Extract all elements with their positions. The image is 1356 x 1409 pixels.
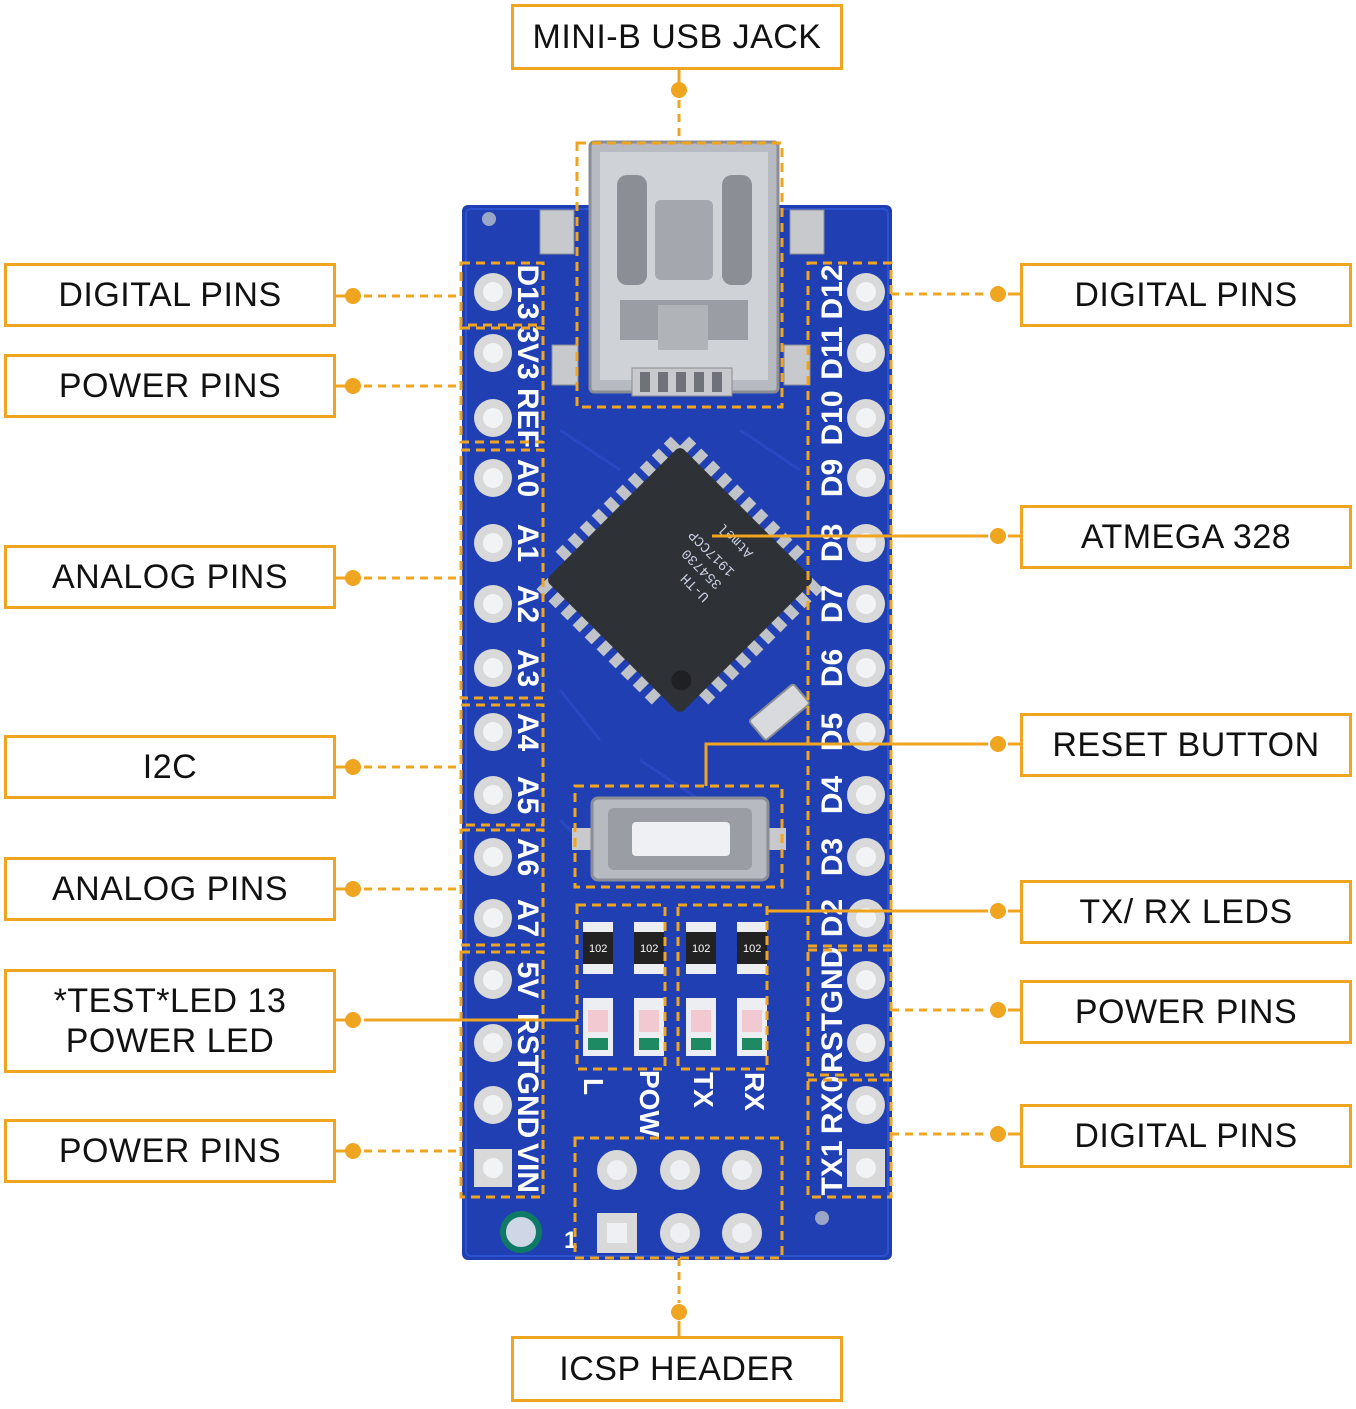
label-icsp-header: ICSP HEADER <box>511 1336 843 1402</box>
right-pin-label: D11 <box>816 326 849 379</box>
left-pin-label: 3V3 <box>511 326 544 379</box>
label-usb-jack: MINI-B USB JACK <box>511 4 843 70</box>
right-pin-label: D9 <box>816 459 849 497</box>
right-pin-label: D8 <box>816 524 849 562</box>
left-pin-label: RST <box>511 1013 544 1073</box>
led-label-l: L <box>578 1078 609 1095</box>
left-pin-label: GND <box>511 1072 544 1139</box>
right-pin-label: RX0 <box>816 1076 849 1134</box>
usb-connector <box>539 140 825 397</box>
left-pin-label: 5V <box>511 962 544 999</box>
label-left-analog-pins-top: ANALOG PINS <box>4 545 336 609</box>
leader-lines <box>336 70 1020 1336</box>
left-pin-label: A4 <box>511 713 544 752</box>
left-pin-label: D13 <box>511 264 544 319</box>
label-right-power-pins: POWER PINS <box>1020 980 1352 1044</box>
left-pin-label: REF <box>511 388 544 448</box>
right-pin-label: D2 <box>816 899 849 937</box>
leds <box>583 998 767 1056</box>
led-label-rx: RX <box>739 1072 770 1111</box>
label-left-power-pins-bottom: POWER PINS <box>4 1119 336 1183</box>
label-right-digital-pins-top: DIGITAL PINS <box>1020 263 1352 327</box>
label-left-analog-pins-bottom: ANALOG PINS <box>4 857 336 921</box>
label-test-led-line2: POWER LED <box>65 1022 275 1060</box>
reset-button-part <box>572 796 786 882</box>
left-pin-label: A5 <box>511 776 544 814</box>
label-reset-button: RESET BUTTON <box>1020 713 1352 777</box>
right-pin-label: D12 <box>816 264 849 319</box>
led-label-pow: POW <box>634 1070 665 1137</box>
resistors: 102 102 102 102 <box>583 922 767 974</box>
label-right-digital-pins-bottom: DIGITAL PINS <box>1020 1104 1352 1168</box>
right-pin-label: D7 <box>816 585 849 623</box>
left-pin-label: A6 <box>511 838 544 876</box>
label-test-led: *TEST*LED 13 POWER LED <box>4 969 336 1073</box>
led-label-tx: TX <box>688 1072 719 1108</box>
atmega-chip <box>536 436 824 712</box>
label-test-led-line1: *TEST*LED 13 <box>53 982 287 1020</box>
pcb-board <box>462 205 892 1260</box>
resistor-code-2: 102 <box>640 943 658 955</box>
right-pin-label: D6 <box>816 649 849 687</box>
label-left-power-pins-top: POWER PINS <box>4 354 336 418</box>
mounting-hole <box>482 212 496 226</box>
label-atmega: ATMEGA 328 <box>1020 505 1352 569</box>
right-pin-label: D10 <box>816 390 849 445</box>
leader-dots <box>345 82 1006 1320</box>
label-i2c: I2C <box>4 735 336 799</box>
left-pin-label: A7 <box>511 899 544 937</box>
left-pin-label: A3 <box>511 649 544 687</box>
resistor-code-4: 102 <box>743 943 761 955</box>
left-pin-label: VIN <box>511 1143 544 1193</box>
right-pin-label: D3 <box>816 838 849 876</box>
left-pin-label: A1 <box>511 524 544 562</box>
right-pin-label: D4 <box>816 776 849 815</box>
resistor-code-1: 102 <box>589 943 607 955</box>
group-outlines <box>459 141 893 1260</box>
left-pin-label: A0 <box>511 459 544 497</box>
right-pin-label: GND <box>816 947 849 1014</box>
left-pin-label: A2 <box>511 585 544 623</box>
right-pin-label: TX1 <box>816 1140 849 1195</box>
icsp-header-part <box>597 1150 762 1253</box>
resistor-code-3: 102 <box>692 943 710 955</box>
label-left-digital-pins: DIGITAL PINS <box>4 263 336 327</box>
mounting-hole <box>500 1211 542 1253</box>
right-pin-label: RST <box>816 1013 849 1073</box>
crystal <box>749 683 810 741</box>
label-tx-rx-leds: TX/ RX LEDS <box>1020 880 1352 944</box>
